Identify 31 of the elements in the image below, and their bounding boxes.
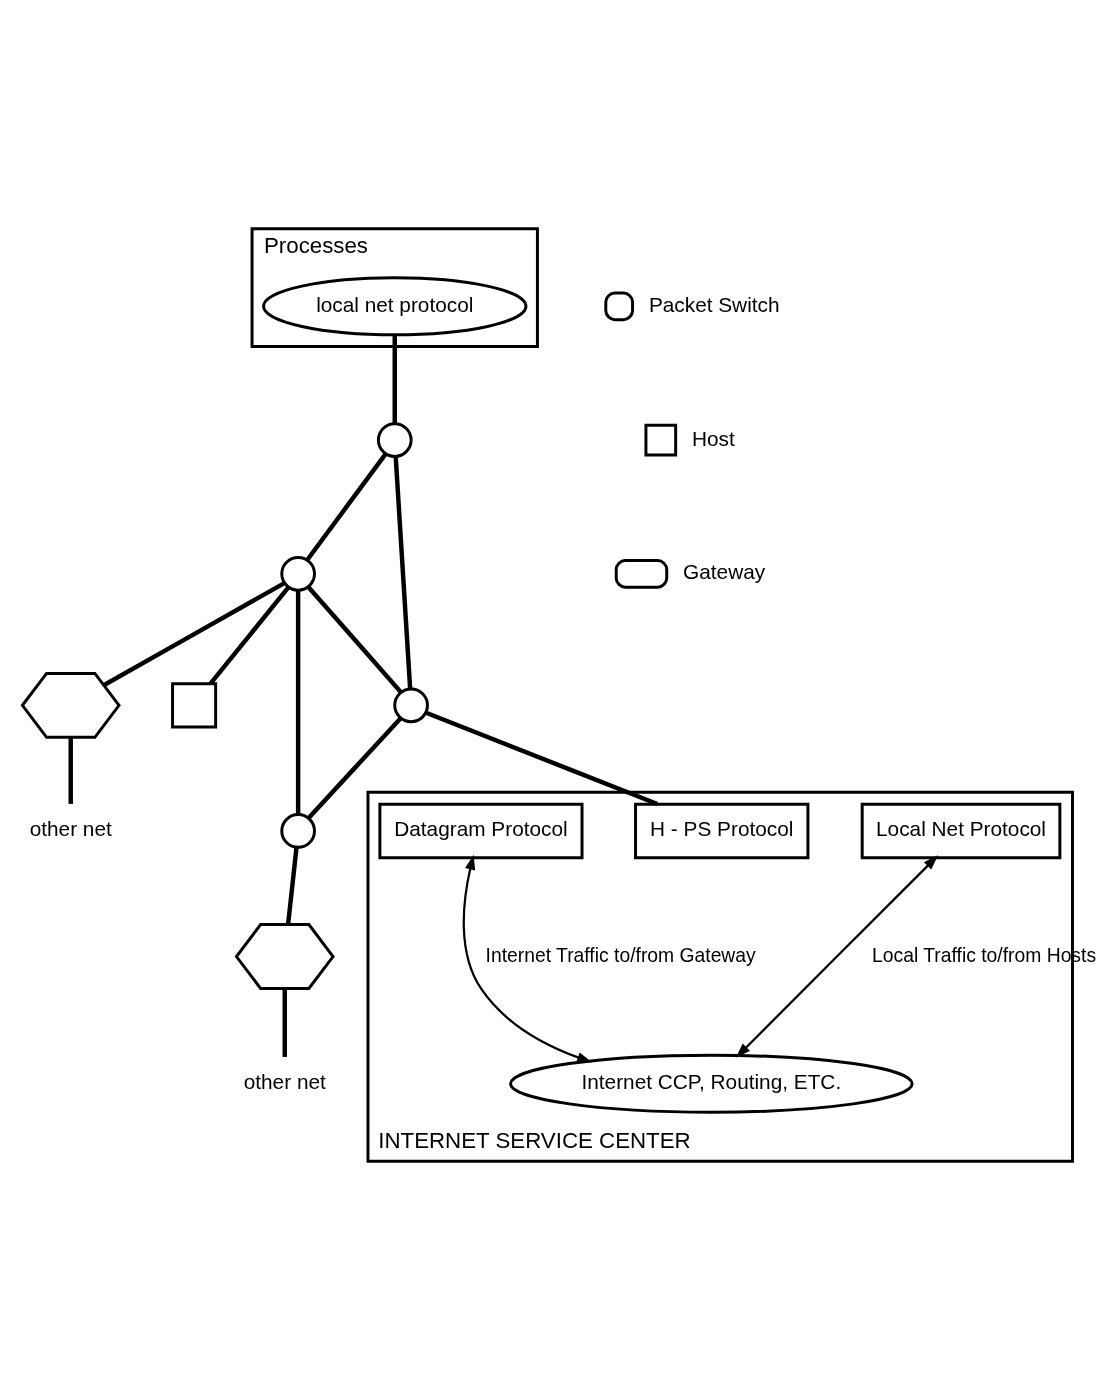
connector: [68, 737, 73, 804]
node-box: [171, 682, 218, 729]
arrow: [735, 855, 939, 1058]
node-hexagon: [234, 923, 335, 990]
connector: [208, 585, 291, 686]
node-circle: [280, 555, 316, 592]
legend-label: Host: [692, 426, 735, 450]
node-circle: [280, 813, 316, 849]
legend-label: Packet Switch: [648, 292, 780, 316]
connector: [285, 847, 299, 925]
node-ellipse: local net protocol: [262, 276, 528, 337]
connector: [305, 452, 388, 562]
node-box: Datagram Protocol: [378, 802, 584, 860]
arrow: [462, 854, 592, 1063]
connector: [295, 590, 301, 815]
node-circle: [393, 687, 429, 724]
node-circle: [376, 422, 413, 458]
connector: [103, 581, 285, 687]
node-hexagon: [20, 671, 121, 739]
legend-label: Gateway: [683, 560, 766, 584]
connector: [307, 716, 403, 820]
node-box: Local Net Protocol: [860, 802, 1062, 860]
node-box: H - PS Protocol: [634, 802, 810, 860]
connector: [282, 988, 287, 1057]
connector: [393, 456, 413, 689]
connector: [425, 710, 659, 807]
node-text: other net: [29, 817, 112, 841]
edge-label: Internet Traffic to/from Gateway: [485, 944, 756, 966]
connector: [392, 334, 397, 424]
connector: [306, 585, 403, 694]
node-text: other net: [243, 1070, 326, 1094]
